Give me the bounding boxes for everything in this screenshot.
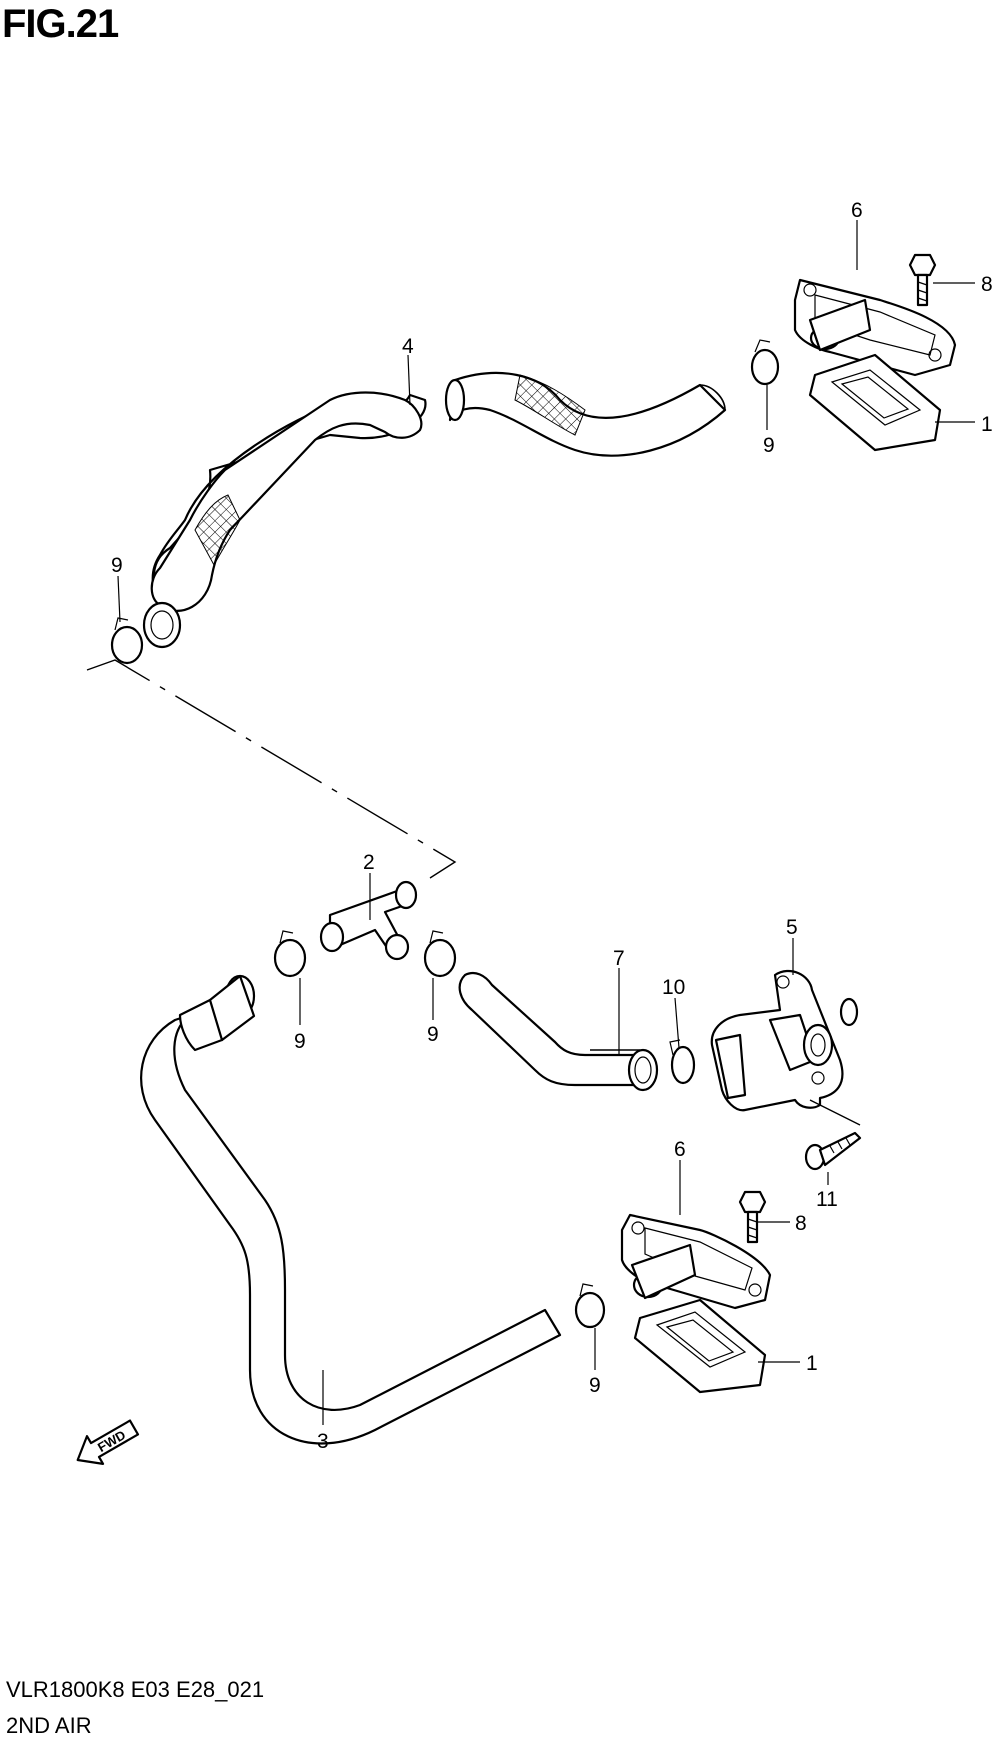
t-joint-2 [319,880,418,961]
clip-9-top-right [750,339,780,386]
callout-9-near-t-right: 9 [427,1023,439,1046]
callout-10: 10 [662,976,685,999]
clip-9-left-upper [110,617,144,665]
model-code: VLR1800K8 E03 E28_021 [6,1677,265,1702]
gasket-1-top [808,353,942,452]
hose-4 [142,391,427,649]
hose-4-right [444,371,727,457]
solenoid-valve-5 [710,969,859,1112]
callout-leaders [117,220,975,1425]
hose-3 [140,974,562,1445]
callout-9-top-right: 9 [763,434,775,457]
figure-title: FIG.21 [2,2,119,46]
section-name: 2ND AIR [6,1713,92,1738]
callout-8-top: 8 [981,273,993,296]
reed-valve-cover-bottom [620,1213,772,1310]
callout-11: 11 [816,1188,838,1211]
callout-1-bottom: 1 [806,1352,818,1375]
callout-9-near-t-left: 9 [294,1030,306,1053]
leader-dashed-left [86,659,457,879]
callout-6-top: 6 [851,199,863,222]
bolt-8-top [908,253,937,307]
screw-11 [804,1131,862,1171]
leader-dashed-right [809,1099,861,1126]
hose-7 [458,971,659,1092]
callout-1-top: 1 [981,413,993,436]
bolt-8-bottom [738,1190,767,1244]
clip-9-near-t-left [273,930,307,978]
callout-4: 4 [402,335,414,358]
callout-6-bottom: 6 [674,1138,686,1161]
reed-valve-cover-top [793,278,957,377]
gasket-1-bottom [633,1298,767,1394]
callout-3: 3 [317,1430,329,1453]
callout-8-bottom: 8 [795,1212,807,1235]
callout-9-bottom: 9 [589,1374,601,1397]
callout-7: 7 [613,947,625,970]
callout-5: 5 [786,916,798,939]
callout-2: 2 [363,851,375,874]
clip-9-bottom [574,1283,606,1329]
clip-10 [669,1039,696,1085]
fwd-arrow-icon: FWD [76,1419,140,1465]
clip-9-near-t-right [423,930,457,978]
callout-9-left-upper: 9 [111,554,123,577]
